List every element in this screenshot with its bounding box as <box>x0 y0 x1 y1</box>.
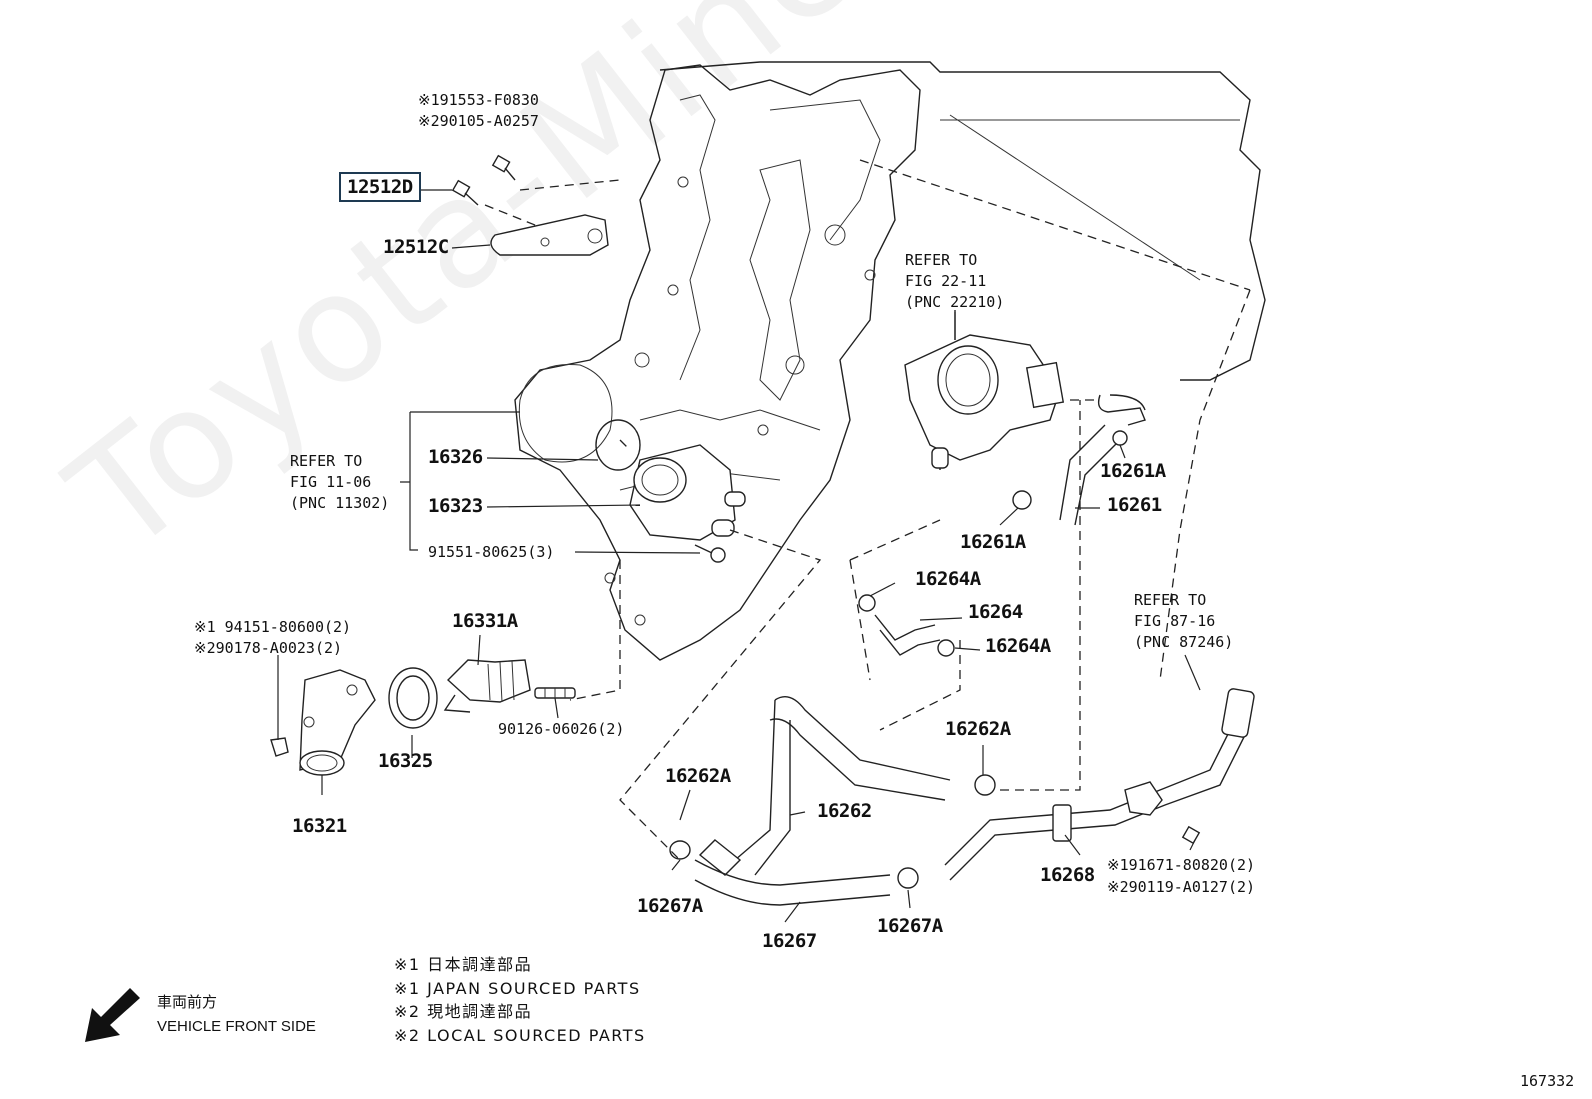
o-ring-16326 <box>595 419 641 471</box>
callout-16268[interactable]: 16268 <box>1040 864 1095 886</box>
callout-16267A-left[interactable]: 16267A <box>637 895 703 917</box>
throttle-body <box>904 310 1065 470</box>
callout-16261A-bottom[interactable]: 16261A <box>960 531 1026 553</box>
note-local-sourced-jp: ※2 現地調達部品 <box>394 1002 533 1021</box>
callout-16264[interactable]: 16264 <box>968 601 1023 623</box>
callout-90126[interactable]: 90126-06026(2) <box>498 720 625 738</box>
pipe-16268 <box>944 400 1255 881</box>
callout-left-nut-1[interactable]: ※1 94151-80600(2) <box>194 618 352 636</box>
note-japan-sourced-en: ※1 JAPAN SOURCED PARTS <box>394 979 641 998</box>
callout-top-bolt-2[interactable]: ※290105-A0257 <box>418 112 539 130</box>
refer-timing-cover[interactable]: REFER TO FIG 11-06 (PNC 11302) <box>290 452 390 512</box>
callout-16262A-left[interactable]: 16262A <box>665 765 731 787</box>
engine-block-outline <box>659 61 1266 681</box>
callout-16261A-top[interactable]: 16261A <box>1100 460 1166 482</box>
gasket-16325 <box>388 667 438 729</box>
leader-lines <box>277 189 1201 923</box>
callout-12512D[interactable]: 12512D <box>339 172 421 202</box>
vehicle-front-jp: 車両前方 <box>157 994 218 1011</box>
callout-16267[interactable]: 16267 <box>762 930 817 952</box>
callout-16264A-top[interactable]: 16264A <box>915 568 981 590</box>
callout-16321[interactable]: 16321 <box>292 815 347 837</box>
vehicle-front-en: VEHICLE FRONT SIDE <box>157 1018 316 1035</box>
callout-right-bolt-2[interactable]: ※290119-A0127(2) <box>1107 878 1256 896</box>
callout-16264A-bottom[interactable]: 16264A <box>985 635 1051 657</box>
refer-pipe[interactable]: REFER TO FIG 87-16 (PNC 87246) <box>1134 591 1234 651</box>
callout-12512C[interactable]: 12512C <box>383 236 449 258</box>
callout-16323[interactable]: 16323 <box>428 495 483 517</box>
guide-lines <box>569 439 822 861</box>
callout-91551[interactable]: 91551-80625(3) <box>428 543 555 561</box>
callout-left-nut-2[interactable]: ※290178-A0023(2) <box>194 639 343 657</box>
hose-16261 <box>1012 394 1146 526</box>
timing-cover <box>514 64 921 661</box>
water-inlet-16321 <box>270 669 376 776</box>
callout-16262A-right[interactable]: 16262A <box>945 718 1011 740</box>
figure-number: 167332 <box>1520 1072 1575 1090</box>
callout-top-bolt-1[interactable]: ※191553-F0830 <box>418 91 539 109</box>
callout-16326[interactable]: 16326 <box>428 446 483 468</box>
bracket-12512C <box>490 214 609 256</box>
note-local-sourced-en: ※2 LOCAL SOURCED PARTS <box>394 1026 646 1045</box>
stud-90126 <box>534 544 726 699</box>
hose-16264 <box>849 519 961 731</box>
refer-throttle-body[interactable]: REFER TO FIG 22-11 (PNC 22210) <box>905 251 1005 311</box>
callout-16267A-right[interactable]: 16267A <box>877 915 943 937</box>
callout-16331A[interactable]: 16331A <box>452 610 518 632</box>
callout-right-bolt-1[interactable]: ※191671-80820(2) <box>1107 856 1256 874</box>
hose-16262 <box>698 696 951 876</box>
arrow-down-left-icon <box>85 988 140 1042</box>
water-housing <box>629 444 746 541</box>
callout-16261[interactable]: 16261 <box>1107 494 1162 516</box>
callout-16325[interactable]: 16325 <box>378 750 433 772</box>
callout-16262[interactable]: 16262 <box>817 800 872 822</box>
note-japan-sourced-jp: ※1 日本調達部品 <box>394 955 533 974</box>
thermostat-16331A <box>443 659 531 713</box>
